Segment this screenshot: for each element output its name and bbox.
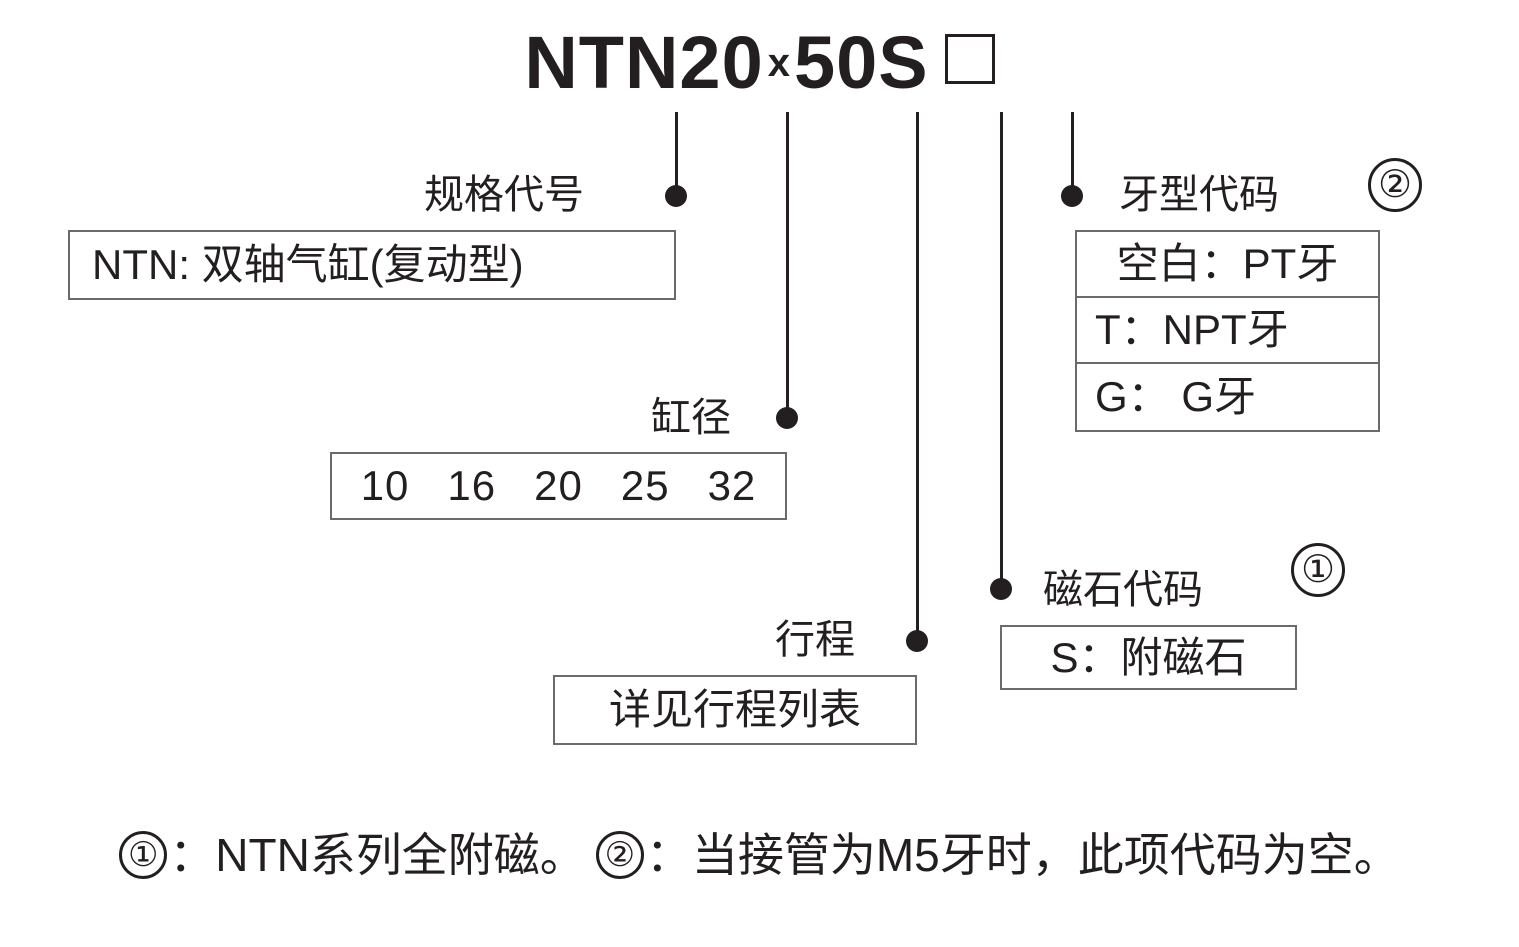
footnote-2-text: 当接管为M5牙时，此项代码为空。: [691, 828, 1400, 881]
thread-row-0-text: 空白：PT牙: [1116, 240, 1339, 287]
leader-dot-magnet: [990, 578, 1012, 600]
callout-label-magnet: 磁石代码: [1043, 568, 1203, 612]
leader-line-magnet: [1000, 112, 1003, 590]
footnote-2-separator: ：: [645, 828, 692, 881]
bore-value-3: 25: [620, 462, 670, 509]
thread-row-1: T：NPT牙: [1077, 298, 1378, 364]
model-code-bore: 20: [679, 21, 764, 104]
model-code-stroke: 50: [793, 21, 879, 104]
leader-dot-stroke: [906, 630, 928, 652]
leader-line-thread: [1071, 112, 1074, 196]
leader-dot-bore: [776, 407, 798, 429]
bore-value-box: 10 16 20 25 32: [330, 452, 787, 520]
spec-value-text: NTN: 双轴气缸(复动型): [92, 241, 524, 288]
bore-value-1: 16: [447, 462, 497, 509]
callout-label-thread: 牙型代码: [1119, 173, 1279, 217]
stroke-value-box: 详见行程列表: [553, 675, 917, 745]
footnotes: ①：NTN系列全附磁。②：当接管为M5牙时，此项代码为空。: [0, 828, 1519, 879]
model-code-prefix: NTN: [524, 21, 680, 104]
callout-label-spec: 规格代号: [424, 173, 584, 217]
bore-value-0: 10: [360, 462, 410, 509]
leader-line-stroke: [916, 112, 919, 642]
leader-line-spec: [675, 112, 678, 196]
callout-label-stroke: 行程: [775, 618, 855, 662]
leader-line-bore: [786, 112, 789, 420]
bore-value-list: 10 16 20 25 32: [361, 465, 757, 507]
callout-label-bore: 缸径: [651, 396, 731, 440]
magnet-value-text: S：附磁石: [1050, 633, 1247, 681]
footnote-1-marker: ①: [119, 830, 168, 879]
thread-row-0: 空白：PT牙: [1077, 232, 1378, 298]
model-code-separator: x: [767, 41, 790, 85]
leader-dot-thread: [1061, 185, 1083, 207]
footnote-1-text: NTN系列全附磁。: [215, 828, 586, 881]
thread-row-1-text: T：NPT牙: [1095, 306, 1289, 353]
magnet-value-box: S：附磁石: [1000, 625, 1297, 690]
footnote-1-separator: ：: [169, 828, 216, 881]
thread-row-2: G： G牙: [1077, 364, 1378, 430]
model-code-thread-placeholder-box: [944, 34, 995, 84]
note-marker-1: ①: [1291, 543, 1345, 597]
note-marker-2: ②: [1368, 158, 1422, 212]
model-code-magnet: S: [878, 21, 929, 104]
thread-row-2-text: G： G牙: [1095, 373, 1257, 420]
stroke-value-text: 详见行程列表: [608, 686, 861, 733]
spec-value-box: NTN: 双轴气缸(复动型): [68, 230, 676, 300]
bore-value-4: 32: [707, 462, 757, 509]
leader-dot-spec: [665, 185, 687, 207]
thread-type-table: 空白：PT牙 T：NPT牙 G： G牙: [1075, 230, 1380, 432]
bore-value-2: 20: [534, 462, 583, 509]
footnote-2-marker: ②: [595, 830, 644, 879]
